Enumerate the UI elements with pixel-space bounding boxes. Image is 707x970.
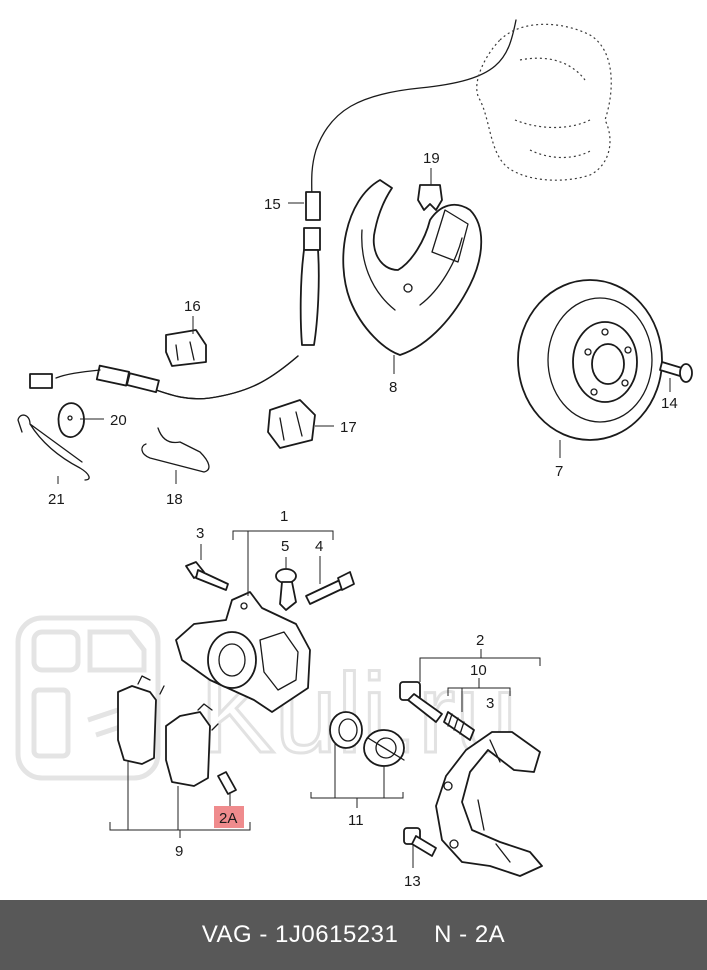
- label-11: 11: [348, 812, 364, 829]
- leader-lines: [57, 168, 671, 868]
- part-21-spring-wire: [17, 414, 90, 481]
- part-16-holder: [165, 329, 207, 367]
- label-2a: 2A: [219, 810, 237, 827]
- label-5: 5: [281, 538, 289, 555]
- part-3-bolt-top: [185, 561, 229, 591]
- part-18-spring-clip: [141, 427, 210, 473]
- part-17-holder: [267, 399, 316, 449]
- part-3-bellows: [443, 711, 475, 741]
- part-11-seal-ring: [329, 711, 363, 749]
- exploded-parts-diagram: Kuli.ru: [15, 19, 693, 890]
- part-8-splash-shield: [342, 179, 483, 356]
- part-9-pad-inner: [165, 703, 219, 787]
- label-8: 8: [389, 379, 397, 396]
- part-4-guide-bolt: [305, 571, 355, 605]
- footer-part-number: 1J0615231: [275, 921, 399, 948]
- label-3-carrier: 3: [486, 695, 494, 712]
- part-number-footer: VAG - 1J0615231 N - 2A: [0, 900, 707, 970]
- part-20-grommet: [57, 402, 85, 438]
- label-2: 2: [476, 632, 484, 649]
- label-21: 21: [48, 491, 65, 508]
- label-14: 14: [661, 395, 678, 412]
- label-4: 4: [315, 538, 323, 555]
- label-19: 19: [423, 150, 440, 167]
- label-18: 18: [166, 491, 183, 508]
- label-13: 13: [404, 873, 421, 890]
- part-19-clip: [417, 184, 443, 211]
- part-14-screw: [659, 361, 693, 383]
- part-2-caliper-carrier: [435, 731, 543, 877]
- label-3-top: 3: [196, 525, 204, 542]
- part-1-brake-caliper: [175, 591, 311, 713]
- part-7-brake-disc: [517, 279, 663, 441]
- label-7: 7: [555, 463, 563, 480]
- label-9: 9: [175, 843, 183, 860]
- label-15: 15: [264, 196, 281, 213]
- label-17: 17: [340, 419, 357, 436]
- part-5-bleed-valve: [275, 568, 297, 611]
- footer-separator: -: [252, 921, 276, 948]
- label-20: 20: [110, 412, 127, 429]
- footer-gap: [398, 921, 434, 949]
- part-11-piston-boot: [363, 729, 405, 767]
- part-labels: 15 19 16 17 20 21 18 8 7 14 1 3 5 4 2 10…: [48, 150, 678, 890]
- part-2a-spring-clip: [217, 771, 237, 795]
- label-1: 1: [280, 508, 288, 525]
- footer-brand: VAG: [201, 921, 253, 948]
- label-16: 16: [184, 298, 201, 315]
- part-15-handbrake-cable: [29, 19, 517, 400]
- highlight-box-2a: [214, 806, 244, 828]
- reference-caliper-outline: [476, 23, 612, 181]
- part-9-pad-outer: [117, 675, 165, 765]
- part-3-bolt-carrier: [399, 681, 443, 723]
- part-13-bolt: [403, 827, 437, 857]
- label-10: 10: [470, 662, 487, 679]
- footer-position: N - 2A: [434, 921, 506, 948]
